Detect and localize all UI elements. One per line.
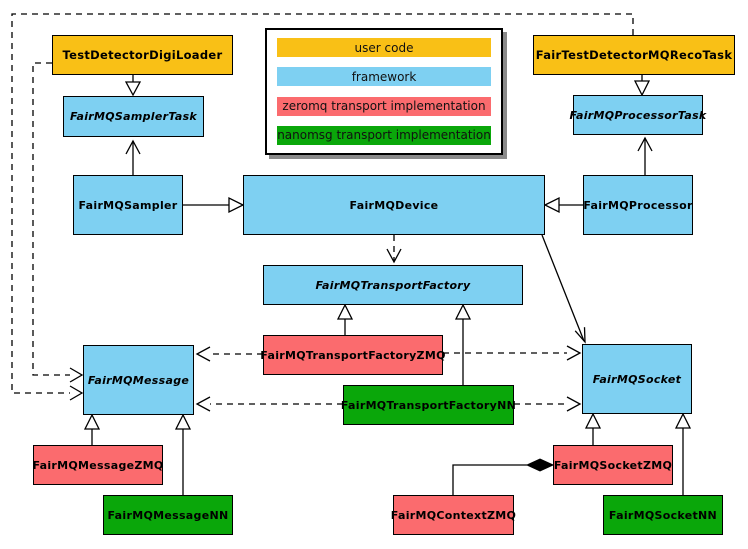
node-fairmqcontextzmq: FairMQContextZMQ — [391, 495, 516, 535]
edge-recotask-processortask — [633, 75, 651, 97]
edge-digiloader-message-dashed — [32, 62, 84, 383]
edge-messagezmq-message — [83, 413, 101, 445]
node-fairmqsampler: FairMQSampler — [73, 175, 183, 235]
node-fairmqsamplertask: FairMQSamplerTask — [63, 96, 204, 137]
edge-sampler-device — [183, 196, 245, 214]
node-fairmqsocket: FairMQSocket — [582, 344, 692, 414]
node-testdetectordigiloader: TestDetectorDigiLoader — [52, 35, 233, 75]
edge-sampler-samplertask — [125, 139, 141, 175]
node-fairmqtransportfactoryzmq: FairMQTransportFactoryZMQ — [260, 335, 445, 375]
edge-factoryzmq-factory — [336, 303, 354, 335]
edge-digiloader-samplertask — [124, 75, 142, 97]
node-fairmqsocketnn: FairMQSocketNN — [603, 495, 723, 535]
node-fairmqmessage: FairMQMessage — [83, 345, 194, 415]
edge-factorynn-message-dashed — [195, 396, 343, 412]
edge-messagenn-message — [174, 413, 192, 495]
edge-factorynn-factory — [454, 303, 472, 385]
legend-item-nanomsg: nanomsg transport implementation — [277, 125, 491, 145]
legend-item-framework: framework — [277, 67, 491, 87]
node-fairmqtransportfactorynn: FairMQTransportFactoryNN — [341, 385, 516, 425]
edge-processor-processortask — [637, 136, 653, 175]
node-fairmqmessagezmq: FairMQMessageZMQ — [32, 445, 163, 485]
legend-item-user-code: user code — [277, 38, 491, 57]
edge-factorynn-socket-dashed — [514, 396, 582, 412]
node-fairmqsocketzmq: FairMQSocketZMQ — [553, 445, 673, 485]
edge-factoryzmq-socket-dashed — [443, 345, 582, 361]
edge-socketnn-socket — [674, 412, 692, 495]
edge-device-factory-dashed — [386, 235, 402, 264]
edge-device-socket — [541, 234, 586, 344]
legend: user code framework zeromq transport imp… — [265, 28, 503, 155]
node-fairmqdevice: FairMQDevice — [243, 175, 545, 235]
node-fairtestdetectormqrecotask: FairTestDetectorMQRecoTask — [533, 35, 735, 75]
node-fairmqtransportfactory: FairMQTransportFactory — [263, 265, 523, 305]
legend-item-zeromq: zeromq transport implementation — [277, 96, 491, 116]
edge-contextzmq-socketzmq-composition — [452, 458, 555, 495]
node-fairmqmessagenn: FairMQMessageNN — [103, 495, 233, 535]
node-fairmqprocessor: FairMQProcessor — [583, 175, 693, 235]
edge-processor-device — [543, 196, 583, 214]
edge-recotask-message-dashed — [11, 13, 634, 401]
edge-socketzmq-socket — [584, 412, 602, 445]
edge-factoryzmq-message-dashed — [195, 346, 263, 362]
node-fairmqprocessortask: FairMQProcessorTask — [569, 95, 706, 135]
